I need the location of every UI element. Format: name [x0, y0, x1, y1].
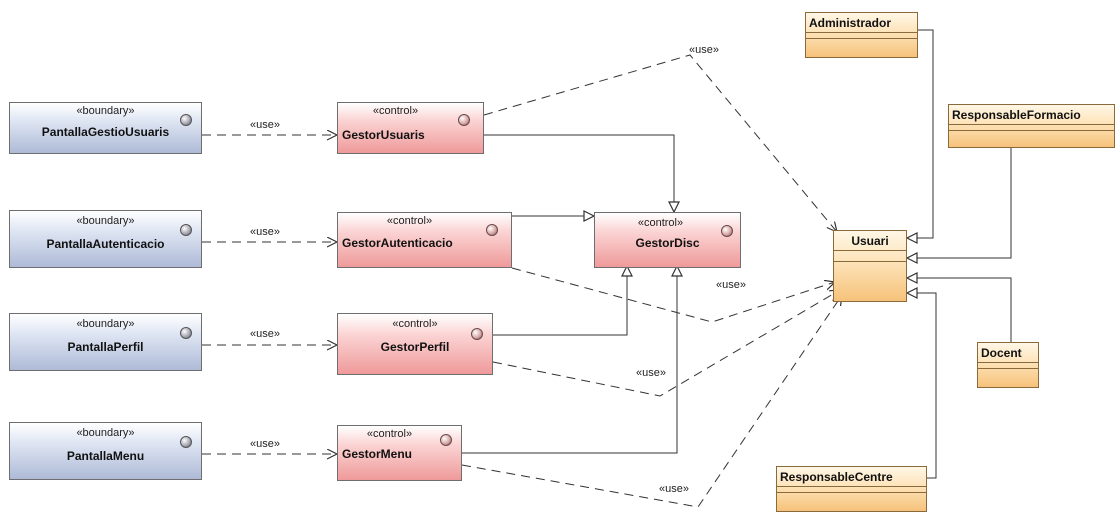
control-gestorautenticacio[interactable]: «control» GestorAutenticacio	[337, 212, 512, 268]
use-label: «use»	[250, 226, 280, 238]
boundary-icon	[180, 114, 192, 126]
control-name: GestorUsuaris	[342, 128, 425, 142]
boundary-pantallamenu[interactable]: «boundary» PantallaMenu	[9, 422, 202, 480]
control-gestormenu[interactable]: «control» GestorMenu	[337, 425, 462, 481]
use-label: «use»	[659, 483, 689, 495]
operations-compartment	[806, 38, 917, 44]
class-administrador[interactable]: Administrador	[805, 12, 918, 58]
operations-compartment	[949, 130, 1114, 136]
boundary-pantallaperfil[interactable]: «boundary» PantallaPerfil	[9, 313, 202, 371]
operations-compartment	[777, 492, 926, 498]
class-docent[interactable]: Docent	[977, 342, 1039, 388]
stereotype-label: «boundary»	[76, 105, 135, 117]
stereotype-label: «control»	[372, 105, 419, 117]
use-label: «use»	[250, 119, 280, 131]
attributes-compartment	[978, 362, 1038, 368]
generalization-responsablecentre	[905, 287, 937, 479]
use-label: «use»	[716, 279, 746, 291]
stereotype-label: «control»	[386, 215, 433, 227]
use-label: «use»	[250, 438, 280, 450]
boundary-pantallaautenticacio[interactable]: «boundary» PantallaAutenticacio	[9, 210, 202, 268]
attributes-compartment	[834, 250, 906, 261]
stereotype-label: «control»	[637, 217, 684, 229]
control-icon	[440, 434, 452, 446]
class-name: Usuari	[851, 234, 889, 248]
generalization-responsableformacio	[905, 148, 1012, 264]
class-responsableformacio[interactable]: ResponsableFormacio	[948, 104, 1115, 148]
use-label: «use»	[689, 44, 719, 56]
class-name: Docent	[981, 346, 1022, 360]
attributes-compartment	[777, 486, 926, 492]
attributes-compartment	[949, 124, 1114, 130]
stereotype-label: «boundary»	[76, 215, 135, 227]
control-gestorperfil[interactable]: «control» GestorPerfil	[337, 313, 493, 375]
control-gestordisc[interactable]: «control» GestorDisc	[594, 212, 741, 268]
use-edge-gestormenu-usuari	[461, 295, 842, 508]
class-responsablecentre[interactable]: ResponsableCentre	[776, 466, 927, 512]
use-edge-gestorautenticacio-usuari	[511, 267, 835, 323]
boundary-name: PantallaPerfil	[67, 340, 144, 354]
control-name: GestorAutenticacio	[342, 236, 453, 250]
operations-compartment	[834, 261, 906, 272]
control-icon	[721, 225, 733, 237]
use-edge-gestorusuaris-usuari	[483, 54, 837, 232]
operations-compartment	[978, 368, 1038, 374]
stereotype-label: «control»	[366, 428, 413, 440]
boundary-name: PantallaGestioUsuaris	[41, 125, 170, 139]
use-edge-gestorperfil-usuari	[492, 290, 840, 397]
control-name: GestorMenu	[342, 447, 413, 461]
control-icon	[471, 328, 483, 340]
generalization-administrador	[905, 29, 934, 244]
generalization-gestorusuaris	[484, 134, 680, 214]
class-usuari[interactable]: Usuari	[833, 230, 907, 302]
boundary-pantallagestiousuaris[interactable]: «boundary» PantallaGestioUsuaris	[9, 102, 202, 154]
control-icon	[458, 114, 470, 126]
use-label: «use»	[250, 328, 280, 340]
use-label: «use»	[636, 367, 666, 379]
boundary-icon	[180, 224, 192, 236]
class-name: ResponsableFormacio	[952, 108, 1081, 122]
stereotype-label: «boundary»	[76, 318, 135, 330]
class-name: ResponsableCentre	[780, 470, 893, 484]
control-icon	[486, 224, 498, 236]
control-gestorusuaris[interactable]: «control» GestorUsuaris	[337, 102, 484, 154]
boundary-name: PantallaAutenticacio	[46, 237, 165, 251]
stereotype-label: «control»	[392, 318, 438, 330]
attributes-compartment	[806, 32, 917, 38]
generalization-gestorperfil	[493, 264, 633, 336]
boundary-name: PantallaMenu	[66, 449, 145, 463]
control-name: GestorDisc	[635, 236, 700, 250]
control-name: GestorPerfil	[380, 340, 450, 354]
class-name: Administrador	[809, 16, 892, 30]
boundary-icon	[180, 327, 192, 339]
boundary-icon	[180, 436, 192, 448]
generalization-docent	[905, 272, 1012, 342]
stereotype-label: «boundary»	[76, 427, 135, 439]
generalization-gestormenu	[462, 264, 683, 454]
